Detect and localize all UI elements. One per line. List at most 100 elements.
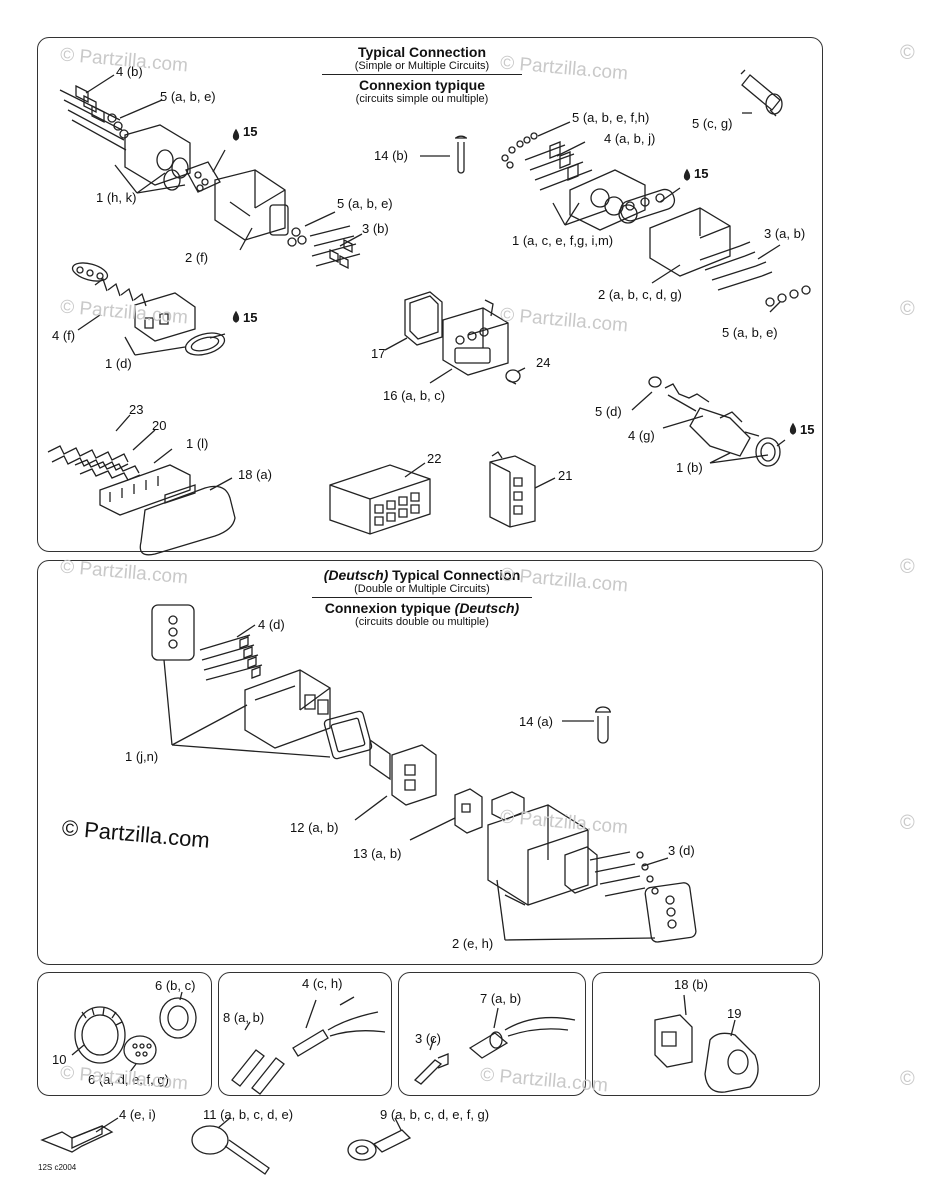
label-3ab: 3 (a, b) [764,226,806,241]
deutsch-subtitle-fr: (circuits double ou multiple) [355,616,489,628]
terminal-strip-20 [75,460,140,480]
label-16abc: 16 (a, b, c) [383,388,446,403]
butt-splice-8ab [232,1050,284,1094]
label-18b: 18 (b) [674,977,708,992]
grommet-10 [75,1007,125,1063]
housing-22 [330,465,430,534]
label-1l: 1 (l) [186,436,209,451]
label-23: 23 [129,402,144,417]
label-21: 21 [558,468,573,483]
label-1jn: 1 (j,n) [125,749,159,764]
cable-tie-11 [192,1126,269,1174]
deutsch-subtitle-en: (Double or Multiple Circuits) [354,583,490,595]
grommet-6adefg [124,1036,156,1064]
grommet-6bc [160,998,196,1038]
label-1b: 1 (b) [676,460,703,475]
seal-5cg [741,70,782,116]
copyright-mark-1: © [900,42,915,64]
label-3d: 3 (d) [668,843,695,858]
label-5abefh: 5 (a, b, e, f,h) [572,110,650,125]
deutsch-panel-header: (Deutsch) Typical Connection (Double or … [312,567,532,629]
copyright-mark-4: © [900,812,915,834]
label-24: 24 [536,355,551,370]
deutsch-seal-left [152,605,194,660]
label-12ab: 12 (a, b) [290,820,339,835]
label-5abe-1: 5 (a, b, e) [160,89,216,104]
ring-terminal-9 [348,1130,410,1160]
label-9abcdefg: 9 (a, b, c, d, e, f, g) [380,1107,490,1122]
connector-1l [100,465,190,515]
label-1acefgim: 1 (a, c, e, f,g, i,m) [512,233,614,248]
label-17: 17 [371,346,386,361]
label-4ch: 4 (c, h) [302,976,343,991]
panel-wire-splices [218,972,392,1096]
label-4f: 4 (f) [52,328,76,343]
label-2eh: 2 (e, h) [452,936,494,951]
label-11abcde: 11 (a, b, c, d, e) [203,1107,294,1122]
label-4abj: 4 (a, b, j) [604,131,656,146]
female-terminal-4ei [42,1126,112,1152]
panel-deutsch-connection [37,560,823,965]
label-15-4: 15 [800,422,815,437]
housing-18a [140,485,235,555]
deutsch-title-fr: Connexion typique (Deutsch) [312,600,532,616]
connector-assembly-1acefgim [502,133,810,306]
label-2abcdg: 2 (a, b, c, d, g) [598,287,682,302]
label-10: 10 [52,1052,67,1067]
label-6bc: 6 (b, c) [155,978,196,993]
label-15-2: 15 [694,166,709,181]
top-title-en: Typical Connection [357,44,487,60]
housing-18b [655,1015,692,1067]
housing-19 [705,1033,758,1092]
label-14a: 14 (a) [519,714,553,729]
deutsch-receptacle-2eh [488,805,658,905]
deutsch-title-en: (Deutsch) Typical Connection [312,567,532,583]
label-15-1: 15 [243,124,258,139]
deutsch-seal-right [644,882,696,943]
top-subtitle-fr: (circuits simple ou multiple) [355,93,489,105]
plug-24 [506,370,520,384]
deutsch-connector-1jn [200,635,330,748]
label-4ei: 4 (e, i) [119,1107,156,1122]
label-8ab: 8 (a, b) [223,1010,265,1025]
label-4b: 4 (b) [116,64,143,79]
wire-splice-4ch [293,997,385,1056]
label-19: 19 [727,1006,742,1021]
wire-7ab [470,1018,575,1058]
deutsch-wedge-13ab [455,789,524,833]
top-subtitle-en: (Simple or Multiple Circuits) [354,60,490,72]
label-5cg: 5 (c, g) [692,116,733,131]
label-5abe-3: 5 (a, b, e) [722,325,778,340]
label-22: 22 [427,451,442,466]
label-6adefg: 6 (a, d, e, f, g) [88,1072,169,1087]
panel-housing-19 [592,972,820,1096]
label-13ab: 13 (a, b) [353,846,402,861]
label-5abe-2: 5 (a, b, e) [337,196,393,211]
terminal-strip-23 [48,446,128,470]
deutsch-title-en-prefix: (Deutsch) [323,567,389,583]
deutsch-wedge-12ab [370,740,436,805]
copyright-mark-5: © [900,1068,915,1090]
label-2f: 2 (f) [185,250,209,265]
label-20: 20 [152,418,167,433]
label-4g: 4 (g) [628,428,655,443]
deutsch-seal-12ab [324,711,373,760]
connector-assembly-1d [71,260,227,359]
deutsch-title-en-text: Typical Connection [388,567,521,583]
label-14b: 14 (b) [374,148,408,163]
label-5d: 5 (d) [595,404,622,419]
copyright-mark-2: © [900,298,915,320]
top-panel-header: Typical Connection (Simple or Multiple C… [322,44,522,106]
deutsch-title-fr-suffix: (Deutsch) [454,600,520,616]
label-7ab: 7 (a, b) [480,991,522,1006]
top-title-fr: Connexion typique [359,77,485,93]
bolt-14b [420,136,467,173]
diagram-code: 12S c2004 [38,1163,77,1172]
copyright-mark-3: © [900,556,915,578]
label-3c: 3 (c) [415,1031,441,1046]
connector-assembly-1b [649,377,780,466]
housing-21 [490,452,535,527]
label-15-3: 15 [243,310,258,325]
connector-16abc [405,292,508,375]
